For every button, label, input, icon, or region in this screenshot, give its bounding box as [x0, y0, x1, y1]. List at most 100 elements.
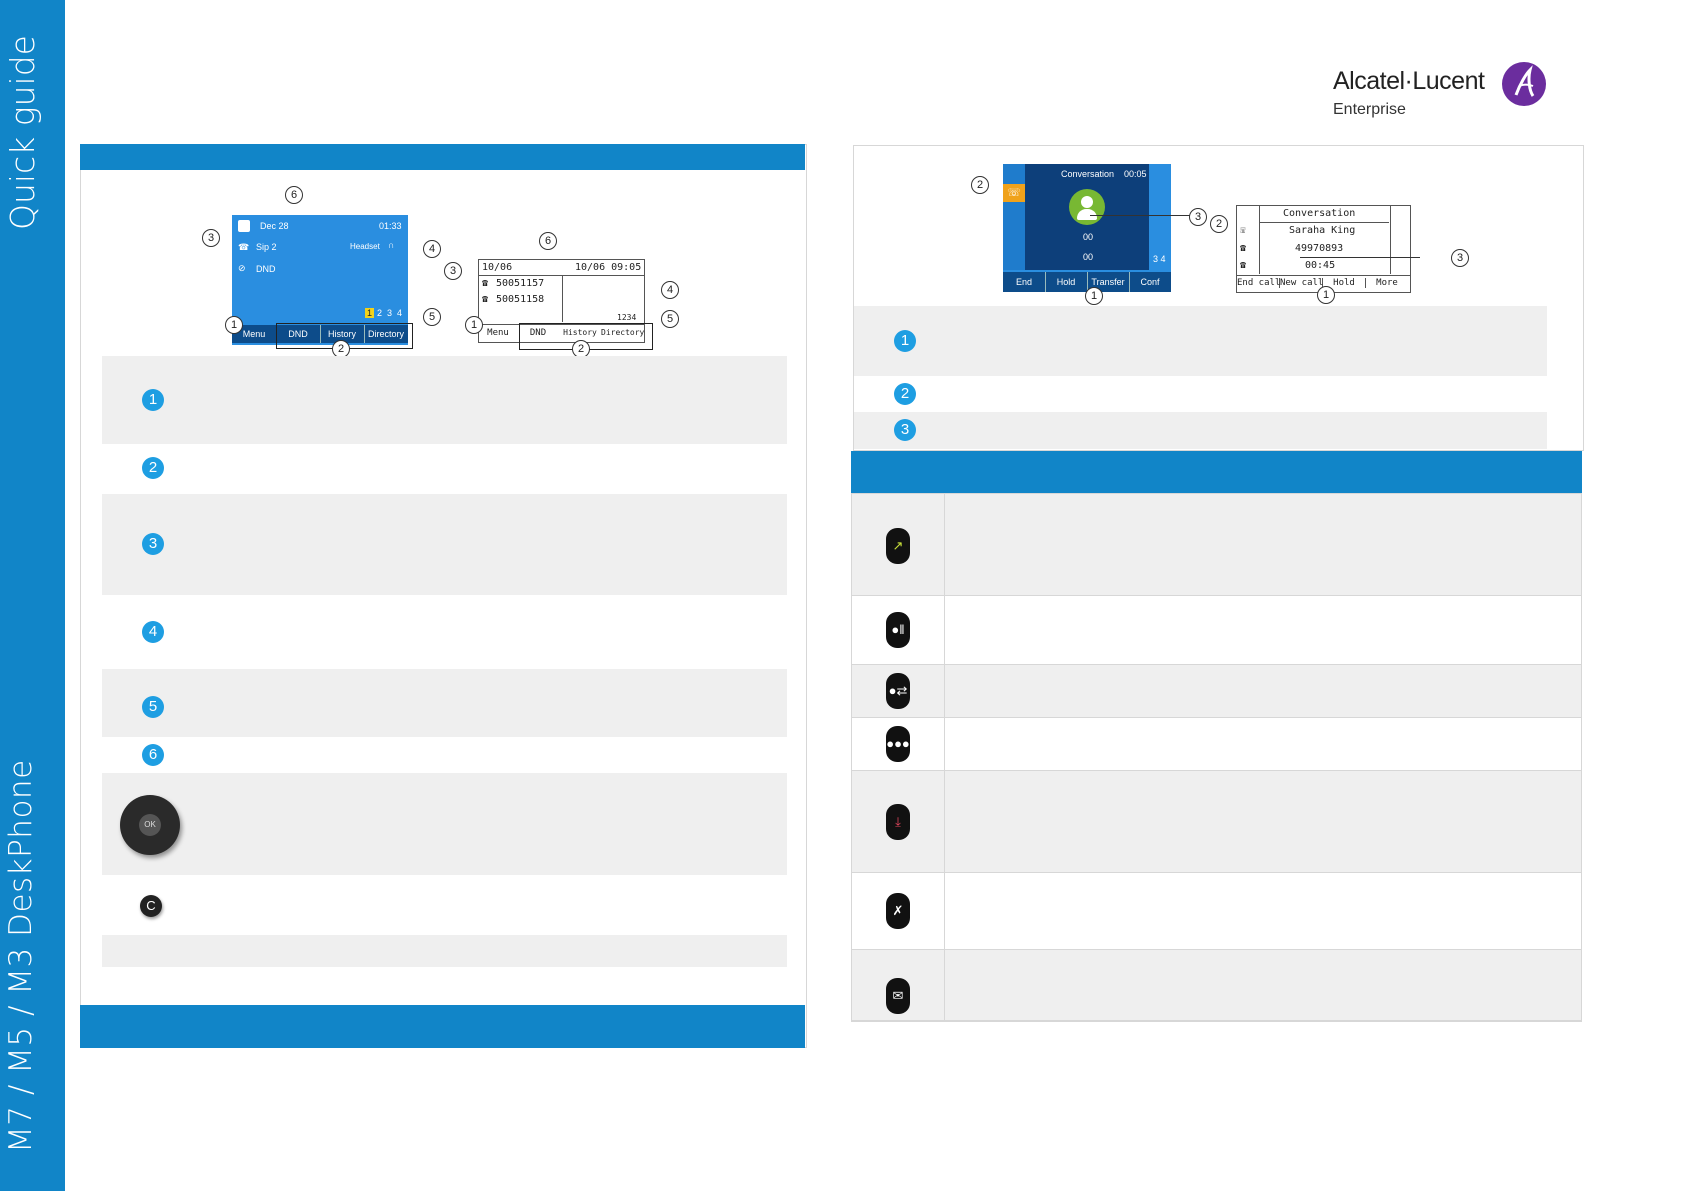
softkey-directory[interactable]: Directory — [367, 329, 404, 339]
softkey-transfer[interactable]: Transfer — [1087, 272, 1130, 292]
number-badge: 6 — [142, 744, 164, 766]
callout-1: 1 — [465, 316, 483, 334]
mono-softkey-more[interactable]: More — [1376, 278, 1398, 288]
call-pages: 3 4 — [1153, 254, 1166, 264]
mute-call-icon[interactable]: ✗ — [886, 893, 910, 929]
mono-call-timer: 00:45 — [1305, 260, 1336, 271]
number-badge: 3 — [142, 533, 164, 555]
call-line-2: 00 — [1083, 252, 1094, 262]
callout-1: 1 — [225, 316, 243, 334]
mono-pages: 1234 — [617, 313, 637, 322]
number-badge: 4 — [142, 621, 164, 643]
callout-2: 2 — [1210, 215, 1228, 233]
table-row: ⤓ — [852, 771, 1581, 873]
softkey-conf[interactable]: Conf — [1140, 277, 1160, 287]
list-item: 6 — [102, 737, 787, 773]
mono-phone-icon: ☎ — [1240, 243, 1247, 254]
right-panel — [853, 145, 1584, 451]
table-row: ↗ — [852, 494, 1581, 596]
list-item — [102, 935, 787, 967]
sidebar-model: M7 / M5 / M3 DeskPhone — [3, 759, 39, 1153]
keys-table — [851, 493, 1582, 1022]
number-badge: 2 — [894, 383, 916, 405]
list-item: 1 — [102, 356, 787, 444]
list-item: 3 — [854, 412, 1547, 449]
number-badge: 1 — [894, 330, 916, 352]
mono-date-left: 10/06 — [482, 262, 513, 273]
softkey-history[interactable]: History — [320, 325, 365, 343]
callout-4: 4 — [423, 240, 441, 258]
sidebar: Quick guide M7 / M5 / M3 DeskPhone — [0, 0, 65, 1191]
phone-icon: ☎ — [238, 242, 250, 252]
mono-phone-icon: ☎ — [482, 294, 489, 305]
softkey-end[interactable]: End — [1003, 272, 1046, 292]
logo-sub: Enterprise — [1333, 101, 1406, 118]
left-panel-footer — [80, 1005, 805, 1048]
list-item: C — [102, 875, 787, 935]
table-row: ●‖ — [852, 596, 1581, 665]
logo-mark-icon — [1502, 62, 1546, 106]
dnd-icon: ⊘ — [238, 263, 246, 273]
idle-dnd: DND — [256, 264, 276, 274]
mono-softkey-directory[interactable]: Directory — [601, 328, 645, 337]
page-2[interactable]: 2 — [377, 308, 383, 318]
callout-5: 5 — [423, 308, 441, 326]
list-item: OK — [102, 773, 787, 875]
call-active-icon: ☏ — [1003, 184, 1025, 202]
ringing-icon: ☏ — [1240, 225, 1247, 236]
mono-call-title: Conversation — [1283, 208, 1356, 219]
mono-phone-icon: ☎ — [1240, 260, 1247, 271]
callout-2: 2 — [971, 176, 989, 194]
mono-number-2: 50051158 — [496, 294, 545, 305]
callout-3: 3 — [1189, 208, 1207, 226]
hangup-icon[interactable]: ⤓ — [886, 804, 910, 840]
call-screen-mono: Conversation Saraha King 49970893 00:45 … — [1236, 205, 1411, 293]
ok-button[interactable]: OK — [139, 814, 161, 836]
left-panel — [80, 144, 807, 1048]
callout-3: 3 — [1451, 249, 1469, 267]
idle-screen-mono: 10/06 10/06 09:05 ☎ 50051157 ☎ 50051158 … — [478, 259, 645, 343]
mono-call-number: 49970893 — [1295, 243, 1344, 254]
hold-icon[interactable]: ●‖ — [886, 612, 910, 648]
callout-1: 1 — [1317, 286, 1335, 304]
softkey-hold[interactable]: Hold — [1045, 272, 1088, 292]
avatar — [1069, 189, 1105, 225]
callout-1: 1 — [1085, 287, 1103, 305]
page-1[interactable]: 1 — [365, 308, 375, 318]
mono-softkey-new-call[interactable]: New call — [1280, 278, 1324, 288]
callout-6: 6 — [539, 232, 557, 250]
list-item — [102, 967, 787, 1001]
headset-icon: ∩ — [388, 240, 395, 250]
table-row: ●●● — [852, 718, 1581, 771]
softkey-dnd[interactable]: DND — [276, 325, 321, 343]
mono-softkey-hold[interactable]: Hold — [1323, 278, 1366, 288]
mono-softkey-end-call[interactable]: End call — [1237, 278, 1281, 288]
idle-date: Dec 28 — [260, 221, 289, 231]
sidebar-title: Quick guide — [3, 35, 42, 230]
keys-section-header — [851, 451, 1582, 493]
mono-date-right: 10/06 09:05 — [575, 262, 642, 273]
list-item: 2 — [854, 376, 1547, 412]
brand-logo: Alcatel·Lucent Enterprise — [1333, 60, 1548, 126]
call-line-1: 00 — [1083, 232, 1094, 242]
clear-key-button[interactable]: C — [140, 895, 162, 917]
table-row: ✉ — [852, 950, 1581, 1021]
number-badge: 2 — [142, 457, 164, 479]
conference-icon[interactable]: ●●● — [886, 726, 910, 762]
mono-softkey-dnd[interactable]: DND — [529, 328, 547, 338]
callout-3: 3 — [202, 229, 220, 247]
navigator-key-icon[interactable]: OK — [120, 795, 180, 855]
list-item: 1 — [854, 306, 1547, 376]
page-3[interactable]: 3 — [387, 308, 393, 318]
mono-softkey-history[interactable]: History — [563, 328, 597, 337]
mono-softkey-menu[interactable]: Menu — [487, 328, 509, 338]
call-screen-color: ☏ Conversation 00:05 00 00 3 4 End Hold … — [1003, 164, 1171, 292]
idle-headset: Headset — [350, 242, 380, 251]
message-icon[interactable]: ✉ — [886, 978, 910, 1014]
call-timer: 00:05 — [1124, 169, 1147, 179]
transfer-user-icon[interactable]: ●⇄ — [886, 673, 910, 709]
number-badge: 5 — [142, 696, 164, 718]
handset-transfer-icon[interactable]: ↗ — [886, 528, 910, 564]
logo-name: Alcatel·Lucent — [1333, 67, 1485, 95]
page-4[interactable]: 4 — [397, 308, 403, 318]
